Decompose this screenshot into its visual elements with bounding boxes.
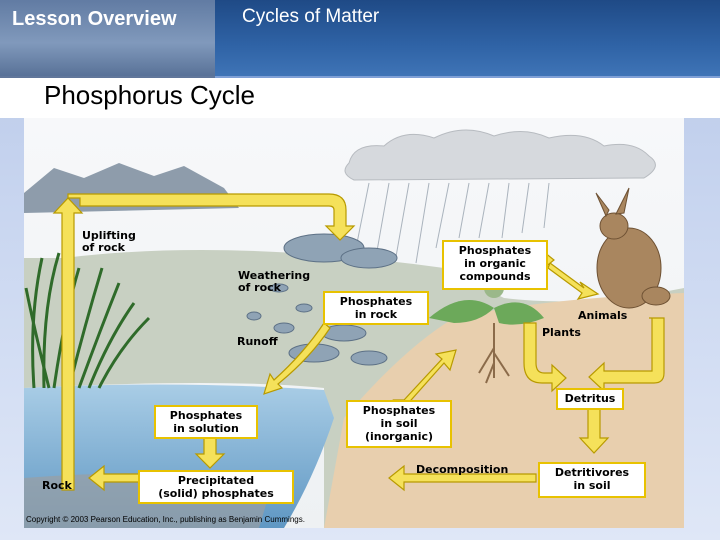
label-weathering: Weathering of rock [238,269,311,294]
page-title: Phosphorus Cycle [44,80,255,110]
box-precipitated: Precipitated (solid) phosphates [138,470,294,504]
copyright-text: Copyright © 2003 Pearson Education, Inc.… [26,515,305,524]
lesson-label: Lesson Overview [12,8,177,30]
box-phosphates-solution: Phosphates in solution [154,405,258,439]
box-phosphates-rock: Phosphates in rock [323,291,429,325]
box-phosphates-organic: Phosphates in organic compounds [442,240,548,290]
label-rock: Rock [42,479,72,492]
label-plants: Plants [542,326,581,339]
diagram-artwork [24,118,684,528]
box-detritus: Detritus [556,388,624,410]
header-bar: Lesson Overview Cycles of Matter [0,0,720,78]
rocks [246,233,398,366]
box-detritivores: Detritivores in soil [538,462,646,498]
label-animals: Animals [578,309,628,322]
cloud [344,129,656,181]
section-label: Cycles of Matter [242,6,380,27]
label-uplifting: Uplifting of rock [82,229,136,254]
title-band [0,78,720,118]
label-decomposition: Decomposition [416,463,509,476]
phosphorus-cycle-diagram: Uplifting of rock Weathering of rock Run… [24,118,684,528]
header-photo [0,0,215,78]
label-runoff: Runoff [237,335,278,348]
box-phosphates-soil: Phosphates in soil (inorganic) [346,400,452,448]
rabbit [595,187,671,309]
